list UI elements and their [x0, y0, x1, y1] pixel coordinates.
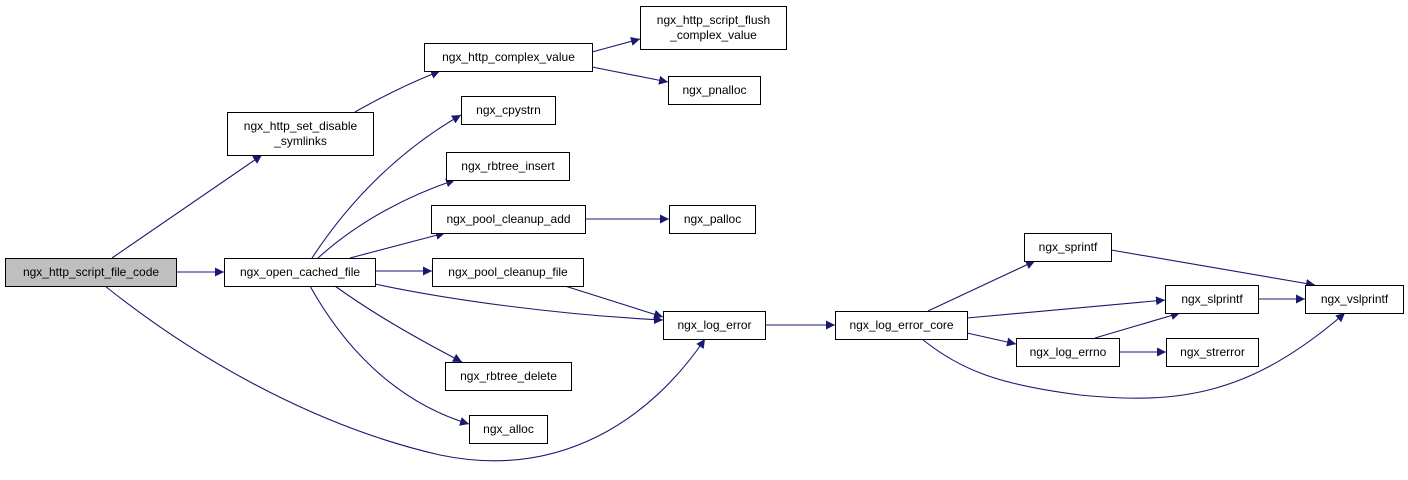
node-box[interactable] — [5, 258, 177, 287]
node-label: ngx_http_complex_value — [442, 50, 575, 64]
node-label: ngx_open_cached_file — [240, 265, 360, 279]
edge-open-cached-file-to-rbtree-delete — [334, 285, 463, 363]
node-box[interactable] — [227, 112, 374, 156]
node-label: ngx_http_script_flush — [657, 13, 770, 27]
edge-open-cached-file-to-alloc — [309, 285, 470, 426]
node-log-error-core[interactable]: ngx_log_error_core — [835, 311, 968, 340]
node-slprintf[interactable]: ngx_slprintf — [1165, 285, 1259, 314]
node-label: ngx_pnalloc — [682, 83, 746, 97]
node-box[interactable] — [1016, 338, 1120, 367]
node-box[interactable] — [1165, 285, 1259, 314]
node-label: ngx_rbtree_delete — [460, 369, 557, 383]
edge-log-errno-to-slprintf — [1094, 311, 1181, 339]
edge-file-code-to-log-error — [104, 285, 706, 462]
node-box[interactable] — [663, 311, 766, 340]
node-box[interactable] — [1166, 338, 1259, 367]
node-file-code[interactable]: ngx_http_script_file_code — [5, 258, 177, 287]
node-box[interactable] — [445, 362, 572, 391]
node-label: ngx_alloc — [483, 422, 534, 436]
edge-sprintf-to-vslprintf — [1110, 249, 1316, 288]
node-label: ngx_palloc — [684, 212, 741, 226]
node-label: ngx_slprintf — [1181, 292, 1243, 306]
node-label: ngx_log_errno — [1030, 345, 1107, 359]
node-box[interactable] — [469, 415, 548, 444]
node-box[interactable] — [446, 152, 570, 181]
node-label: ngx_log_error — [677, 318, 751, 332]
edge-set-disable-symlinks-to-complex-value — [354, 70, 441, 113]
node-box[interactable] — [424, 43, 593, 72]
edge-complex-value-to-pnalloc — [591, 66, 669, 85]
node-rbtree-insert[interactable]: ngx_rbtree_insert — [446, 152, 570, 181]
node-label: ngx_pool_cleanup_add — [446, 212, 570, 226]
edge-open-cached-file-to-pool-cleanup-add — [349, 230, 446, 259]
node-rbtree-delete[interactable]: ngx_rbtree_delete — [445, 362, 572, 391]
node-log-error[interactable]: ngx_log_error — [663, 311, 766, 340]
edge-complex-value-to-flush-complex-value — [591, 37, 641, 53]
node-label: _symlinks — [273, 134, 327, 148]
node-alloc[interactable]: ngx_alloc — [469, 415, 548, 444]
node-pnalloc[interactable]: ngx_pnalloc — [668, 76, 761, 105]
node-label: ngx_cpystrn — [476, 103, 541, 117]
edge-log-error-core-to-vslprintf — [921, 312, 1346, 399]
node-box[interactable] — [669, 205, 756, 234]
node-label: ngx_http_script_file_code — [23, 265, 159, 279]
nodes-layer: ngx_http_script_file_code ngx_http_set_di… — [5, 6, 1404, 444]
node-box[interactable] — [432, 258, 584, 287]
edges-layer — [104, 37, 1346, 462]
node-label: ngx_rbtree_insert — [461, 159, 555, 173]
node-pool-cleanup-file[interactable]: ngx_pool_cleanup_file — [432, 258, 584, 287]
node-box[interactable] — [1305, 285, 1404, 314]
node-vslprintf[interactable]: ngx_vslprintf — [1305, 285, 1404, 314]
node-label: ngx_pool_cleanup_file — [448, 265, 568, 279]
node-sprintf[interactable]: ngx_sprintf — [1024, 233, 1112, 262]
node-flush-complex-value[interactable]: ngx_http_script_flush_complex_value — [640, 6, 787, 50]
node-set-disable-symlinks[interactable]: ngx_http_set_disable_symlinks — [227, 112, 374, 156]
node-label: ngx_log_error_core — [849, 318, 953, 332]
node-box[interactable] — [431, 205, 586, 234]
edge-file-code-to-set-disable-symlinks — [111, 154, 263, 259]
node-strerror[interactable]: ngx_strerror — [1166, 338, 1259, 367]
node-box[interactable] — [224, 258, 376, 287]
edge-log-error-core-to-log-errno — [966, 332, 1017, 347]
node-box[interactable] — [461, 96, 556, 125]
node-box[interactable] — [835, 311, 968, 340]
node-label: ngx_sprintf — [1039, 240, 1098, 254]
node-label: ngx_http_set_disable — [244, 119, 358, 133]
node-palloc[interactable]: ngx_palloc — [669, 205, 756, 234]
node-pool-cleanup-add[interactable]: ngx_pool_cleanup_add — [431, 205, 586, 234]
node-open-cached-file[interactable]: ngx_open_cached_file — [224, 258, 376, 287]
edge-open-cached-file-to-rbtree-insert — [317, 178, 456, 259]
node-cpystrn[interactable]: ngx_cpystrn — [461, 96, 556, 125]
node-box[interactable] — [640, 6, 787, 50]
edge-open-cached-file-to-log-error — [374, 283, 664, 325]
node-log-errno[interactable]: ngx_log_errno — [1016, 338, 1120, 367]
node-label: _complex_value — [669, 28, 757, 42]
node-box[interactable] — [668, 76, 761, 105]
edge-log-error-core-to-slprintf — [966, 296, 1166, 319]
node-complex-value[interactable]: ngx_http_complex_value — [424, 43, 593, 72]
edge-log-error-core-to-sprintf — [927, 260, 1036, 312]
edge-pool-cleanup-file-to-log-error — [564, 285, 664, 319]
node-box[interactable] — [1024, 233, 1112, 262]
node-label: ngx_strerror — [1180, 345, 1245, 359]
node-label: ngx_vslprintf — [1321, 292, 1389, 306]
edge-open-cached-file-to-cpystrn — [311, 114, 462, 259]
